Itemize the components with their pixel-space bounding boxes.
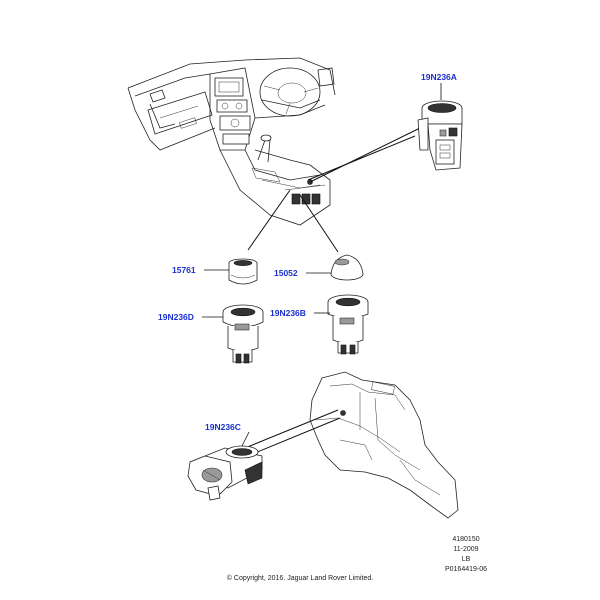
part-19n236b-illustration <box>327 294 369 355</box>
reference-date: 11-2009 <box>453 546 479 553</box>
callout-19n236d[interactable]: 19N236D <box>158 312 194 322</box>
part-15052-illustration <box>330 254 364 281</box>
illustration-id: P0164419-06 <box>444 566 488 573</box>
reference-number: 4180150 <box>452 536 480 543</box>
callout-15761[interactable]: 15761 <box>172 265 196 275</box>
part-19n236d-illustration <box>222 304 264 364</box>
part-19n236a-illustration <box>417 100 463 171</box>
dashboard-illustration <box>127 57 336 226</box>
part-15761-illustration <box>228 258 258 285</box>
part-19n236c-illustration <box>187 445 263 501</box>
copyright-notice: © Copyright, 2016. Jaguar Land Rover Lim… <box>226 575 374 582</box>
callout-19n236c[interactable]: 19N236C <box>205 422 241 432</box>
rear-trim-panel-illustration <box>309 371 459 519</box>
callout-15052[interactable]: 15052 <box>274 268 298 278</box>
reference-code: LB <box>461 556 471 563</box>
reference-block: 4180150 11-2009 LB P0164419-06 <box>436 535 496 575</box>
leader-lines <box>244 127 421 456</box>
callout-19n236a[interactable]: 19N236A <box>421 72 457 82</box>
callout-19n236b[interactable]: 19N236B <box>270 308 306 318</box>
